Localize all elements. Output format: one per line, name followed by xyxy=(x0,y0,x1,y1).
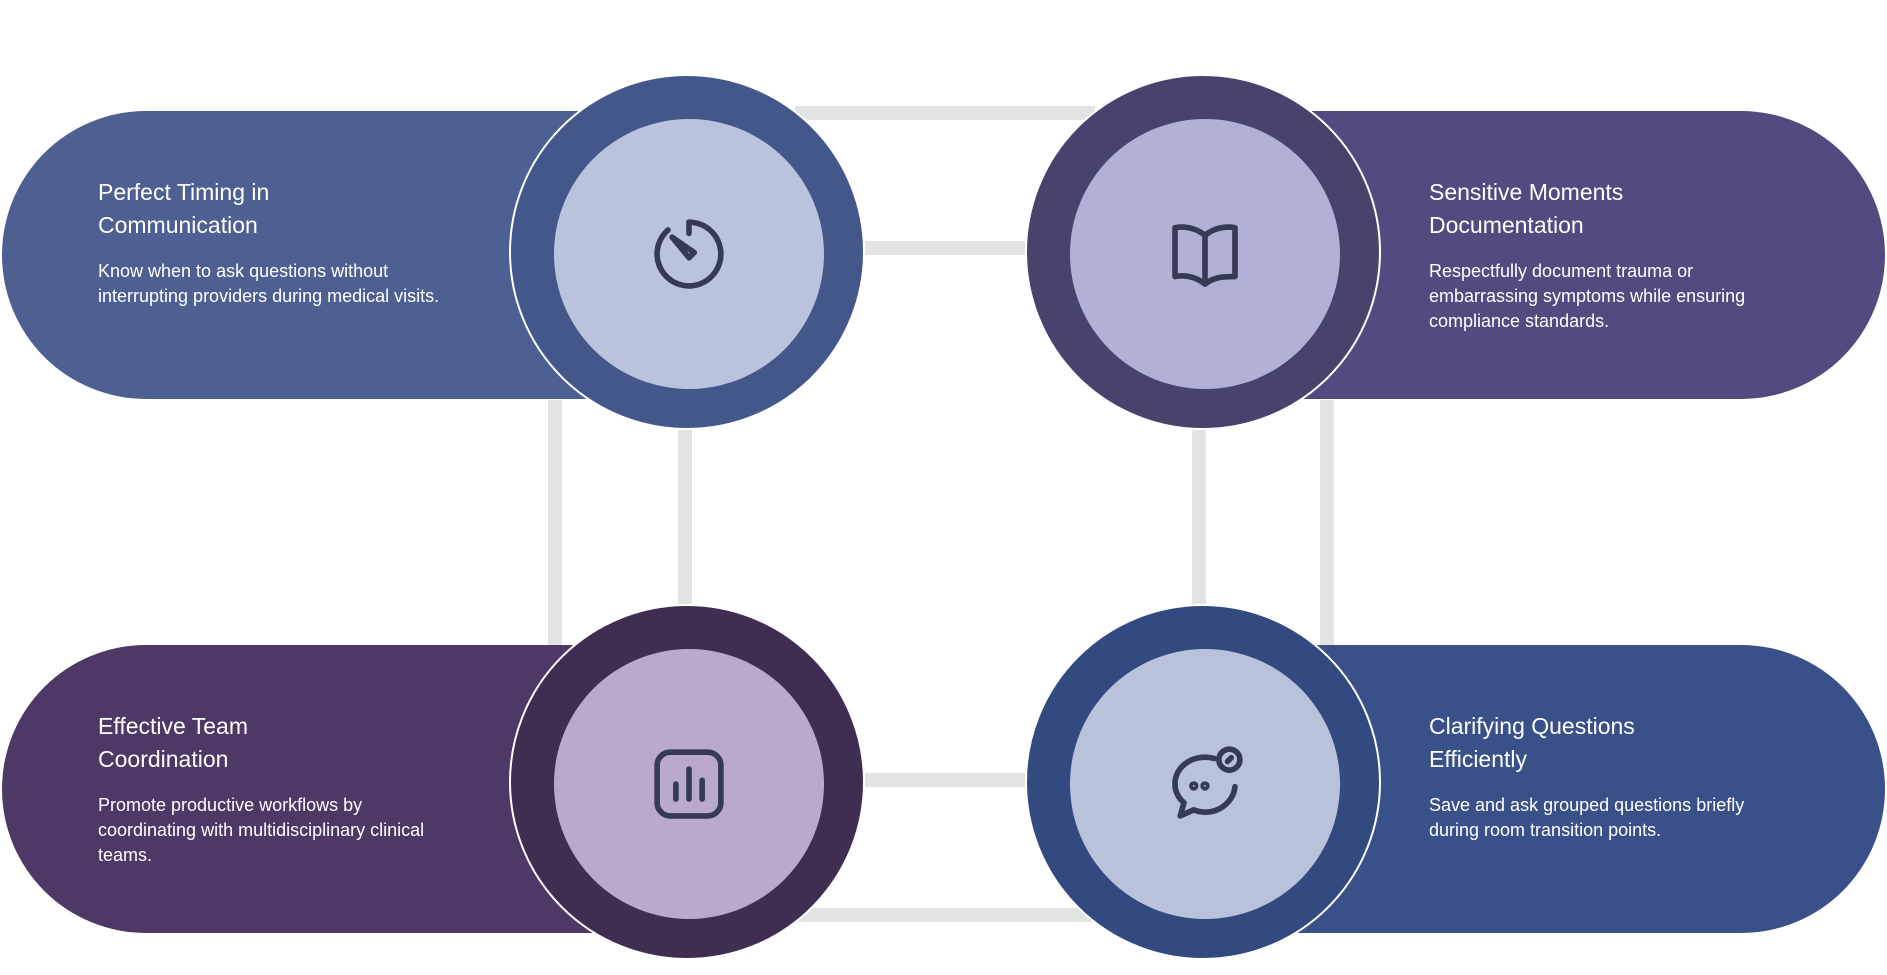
connector-top-inner xyxy=(865,241,1025,255)
card-team-background xyxy=(2,645,602,933)
card-questions: Clarifying Questions Efficiently Save an… xyxy=(1429,710,1779,843)
icon-disc-timing xyxy=(554,119,824,389)
card-description: Promote productive workflows by coordina… xyxy=(98,795,425,865)
card-questions-background xyxy=(1285,645,1885,933)
connector-top-outer xyxy=(795,106,1095,120)
bar-chart-icon xyxy=(654,749,724,819)
icon-ring-sensitive xyxy=(1025,74,1381,430)
connector-bottom-inner xyxy=(865,773,1025,787)
card-timing: Perfect Timing in Communication Know whe… xyxy=(98,176,448,309)
card-title: Sensitive Moments Documentation xyxy=(1429,179,1624,238)
icon-disc-questions xyxy=(1070,649,1340,919)
stopwatch-icon xyxy=(654,219,724,289)
card-sensitive: Sensitive Moments Documentation Respectf… xyxy=(1429,176,1779,334)
card-title: Clarifying Questions Efficiently xyxy=(1429,713,1635,772)
icon-disc-sensitive xyxy=(1070,119,1340,389)
card-title: Effective Team Coordination xyxy=(98,713,249,772)
icon-ring-questions xyxy=(1025,604,1381,960)
connector-right-inner xyxy=(1192,430,1206,604)
connector-bottom-outer xyxy=(795,908,1095,922)
connector-left-outer xyxy=(548,400,562,645)
card-description: Know when to ask questions without inter… xyxy=(98,261,440,306)
card-description: Respectfully document trauma or embarras… xyxy=(1429,261,1746,331)
card-timing-background xyxy=(2,111,602,399)
icon-ring-team xyxy=(509,604,865,960)
chat-bubble-icon xyxy=(1172,746,1243,819)
icon-disc-team xyxy=(554,649,824,919)
card-team: Effective Team Coordination Promote prod… xyxy=(98,710,448,868)
card-title: Perfect Timing in Communication xyxy=(98,179,270,238)
open-book-icon xyxy=(1172,224,1238,287)
card-description: Save and ask grouped questions briefly d… xyxy=(1429,795,1745,840)
connector-left-inner xyxy=(678,430,692,604)
icon-ring-timing xyxy=(509,74,865,430)
card-sensitive-background xyxy=(1285,111,1885,399)
connector-right-outer xyxy=(1320,400,1334,645)
